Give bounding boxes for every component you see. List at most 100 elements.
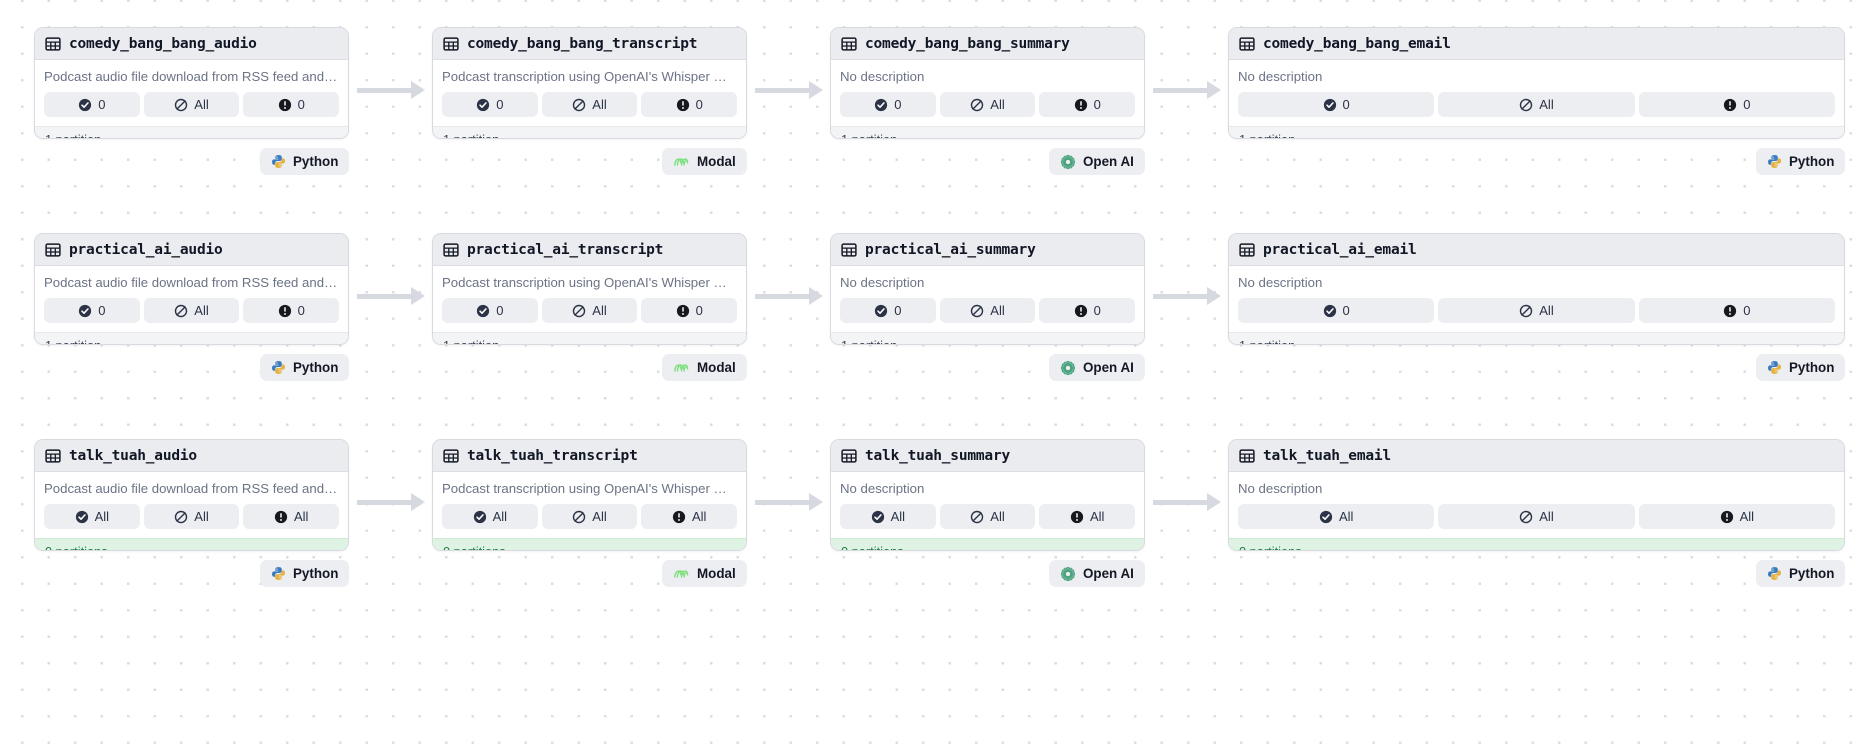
status-badge-materialized[interactable]: All <box>840 504 936 529</box>
status-badge-failed[interactable]: 0 <box>641 298 738 323</box>
asset-node-header[interactable]: comedy_bang_bang_email <box>1229 28 1844 60</box>
asset-node-header[interactable]: practical_ai_transcript <box>433 234 746 266</box>
status-badge-checks[interactable]: All <box>143 92 240 117</box>
status-badge-value: All <box>94 508 110 524</box>
status-badge-materialized[interactable]: All <box>1238 504 1435 529</box>
asset-node-body: Podcast audio file download from RSS fee… <box>35 60 348 126</box>
asset-partition-footer[interactable]: 1 partition <box>433 126 746 138</box>
status-badge-failed[interactable]: 0 <box>1638 92 1835 117</box>
status-badge-materialized[interactable]: 0 <box>442 298 538 323</box>
compute-kind-tag[interactable]: Python <box>260 560 350 587</box>
asset-node-header[interactable]: practical_ai_audio <box>35 234 348 266</box>
compute-kind-tag[interactable]: Modal <box>662 148 747 175</box>
status-badge-failed[interactable]: 0 <box>243 92 340 117</box>
status-badge-materialized[interactable]: 0 <box>1238 298 1435 323</box>
asset-node-title: practical_ai_audio <box>69 241 223 258</box>
asset-node-header[interactable]: comedy_bang_bang_summary <box>831 28 1144 60</box>
status-badge-checks[interactable]: All <box>143 298 240 323</box>
status-badge-checks[interactable]: All <box>541 92 638 117</box>
asset-partition-footer[interactable]: 1 partition <box>1229 126 1844 138</box>
status-badge-checks[interactable]: All <box>939 92 1036 117</box>
status-badge-failed[interactable]: All <box>641 504 738 529</box>
status-badge-failed[interactable]: All <box>1638 504 1835 529</box>
asset-partition-footer[interactable]: 0 partitions <box>831 538 1144 550</box>
status-badge-failed[interactable]: 0 <box>1039 92 1136 117</box>
compute-kind-tag[interactable]: Python <box>260 148 350 175</box>
status-badge-failed[interactable]: 0 <box>641 92 738 117</box>
status-badge-checks[interactable]: All <box>143 504 240 529</box>
asset-partition-footer[interactable]: 1 partition <box>1229 332 1844 344</box>
compute-kind-label: Python <box>1789 360 1835 375</box>
compute-kind-tag[interactable]: Python <box>1756 354 1846 381</box>
edge-arrowhead <box>809 81 823 99</box>
asset-partition-footer[interactable]: 1 partition <box>831 332 1144 344</box>
check-circle-icon <box>875 98 888 111</box>
exclamation-circle-icon <box>1724 98 1737 111</box>
asset-node-header[interactable]: talk_tuah_email <box>1229 440 1844 472</box>
status-badge-checks[interactable]: All <box>541 504 638 529</box>
status-badge-checks[interactable]: All <box>1438 298 1635 323</box>
asset-node-header[interactable]: comedy_bang_bang_transcript <box>433 28 746 60</box>
status-badge-materialized[interactable]: 0 <box>1238 92 1435 117</box>
exclamation-circle-icon <box>672 510 686 523</box>
asset-partition-footer[interactable]: 1 partition <box>35 126 348 138</box>
compute-kind-tag[interactable]: Open AI <box>1049 148 1145 175</box>
asset-node-header[interactable]: practical_ai_email <box>1229 234 1844 266</box>
asset-node-header[interactable]: practical_ai_summary <box>831 234 1144 266</box>
status-badge-failed[interactable]: 0 <box>243 298 340 323</box>
compute-kind-tag[interactable]: Open AI <box>1049 354 1145 381</box>
compute-kind-tag[interactable]: Open AI <box>1049 560 1145 587</box>
asset-node-header[interactable]: comedy_bang_bang_audio <box>35 28 348 60</box>
status-badge-materialized[interactable]: 0 <box>44 298 140 323</box>
status-badge-checks[interactable]: All <box>1438 92 1635 117</box>
compute-kind-tag[interactable]: Modal <box>662 354 747 381</box>
compute-kind-label: Modal <box>697 154 736 169</box>
asset-partition-footer[interactable]: 1 partition <box>35 332 348 344</box>
check-circle-icon <box>477 304 490 317</box>
status-badge-checks[interactable]: All <box>939 298 1036 323</box>
asset-partition-footer[interactable]: 1 partition <box>831 126 1144 138</box>
asset-partition-footer[interactable]: 0 partitions <box>1229 538 1844 550</box>
asset-partition-footer[interactable]: 0 partitions <box>433 538 746 550</box>
compute-kind-tag[interactable]: Python <box>1756 148 1846 175</box>
status-badge-materialized[interactable]: 0 <box>442 92 538 117</box>
asset-partition-footer[interactable]: 1 partition <box>433 332 746 344</box>
asset-node-header[interactable]: talk_tuah_transcript <box>433 440 746 472</box>
status-badge-materialized[interactable]: All <box>442 504 538 529</box>
status-badge-checks[interactable]: All <box>1438 504 1635 529</box>
compute-kind-tag[interactable]: Python <box>260 354 350 381</box>
status-badge-failed[interactable]: All <box>1039 504 1136 529</box>
compute-kind-tag[interactable]: Modal <box>662 560 747 587</box>
status-badge-failed[interactable]: All <box>243 504 340 529</box>
status-badge-checks[interactable]: All <box>939 504 1036 529</box>
asset-node-header[interactable]: talk_tuah_audio <box>35 440 348 472</box>
status-badge-materialized[interactable]: 0 <box>840 298 936 323</box>
table-icon <box>1239 36 1255 51</box>
asset-node-description: No description <box>1238 69 1323 84</box>
status-badge-value: 0 <box>98 96 106 112</box>
compute-kind-tag[interactable]: Python <box>1756 560 1846 587</box>
status-badge-materialized[interactable]: 0 <box>840 92 936 117</box>
asset-node-header[interactable]: talk_tuah_summary <box>831 440 1144 472</box>
status-badge-materialized[interactable]: 0 <box>44 92 140 117</box>
table-icon <box>1239 242 1255 257</box>
table-icon <box>443 36 459 51</box>
asset-partition-footer[interactable]: 0 partitions <box>35 538 348 550</box>
status-badge-failed[interactable]: 0 <box>1039 298 1136 323</box>
status-badge-failed[interactable]: 0 <box>1638 298 1835 323</box>
status-badge-checks[interactable]: All <box>541 298 638 323</box>
status-badge-materialized[interactable]: All <box>44 504 140 529</box>
